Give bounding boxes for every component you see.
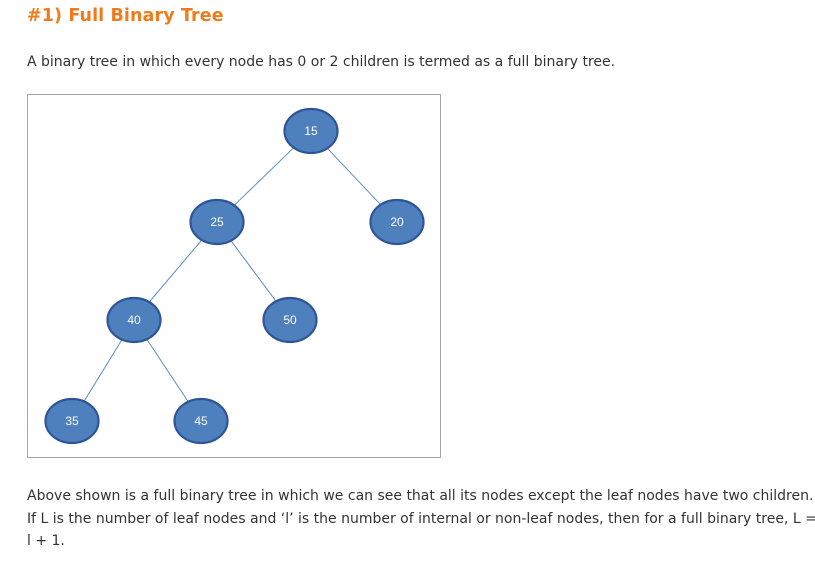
tree-node-label: 35 [65, 414, 79, 428]
tree-node-circle [369, 198, 425, 246]
section-heading: #1) Full Binary Tree [27, 6, 224, 26]
tree-node-50: 50 [262, 296, 318, 344]
tree-node-circle [44, 397, 100, 445]
tree-edge-40-35 [83, 339, 123, 402]
tree-node-circle [106, 296, 162, 344]
tree-node-circle [189, 198, 245, 246]
tree-node-label: 15 [304, 124, 318, 138]
tree-node-circle [173, 397, 229, 445]
tree-edge-15-20 [326, 147, 382, 206]
tree-node-15: 15 [283, 107, 339, 155]
tree-edge-25-50 [230, 240, 277, 302]
binary-tree-diagram: 15 25 20 40 50 35 45 [44, 107, 425, 445]
tree-node-45: 45 [173, 397, 229, 445]
tree-node-40: 40 [106, 296, 162, 344]
tree-node-20: 20 [369, 198, 425, 246]
tree-node-label: 20 [390, 215, 404, 229]
binary-tree-figure: 15 25 20 40 50 35 45 [27, 94, 441, 458]
tree-node-circle [262, 296, 318, 344]
tree-node-label: 50 [283, 313, 297, 327]
tree-node-circle [283, 107, 339, 155]
tree-node-label: 45 [194, 414, 208, 428]
tree-node-label: 25 [210, 215, 224, 229]
intro-paragraph: A binary tree in which every node has 0 … [27, 54, 616, 70]
tree-node-35: 35 [44, 397, 100, 445]
tree-edge-25-40 [148, 239, 203, 303]
tree-node-25: 25 [189, 198, 245, 246]
tree-node-label: 40 [127, 313, 141, 327]
tree-edge-15-25 [233, 147, 295, 206]
tree-edge-40-45 [146, 338, 189, 403]
summary-paragraph: Above shown is a full binary tree in whi… [27, 488, 815, 549]
